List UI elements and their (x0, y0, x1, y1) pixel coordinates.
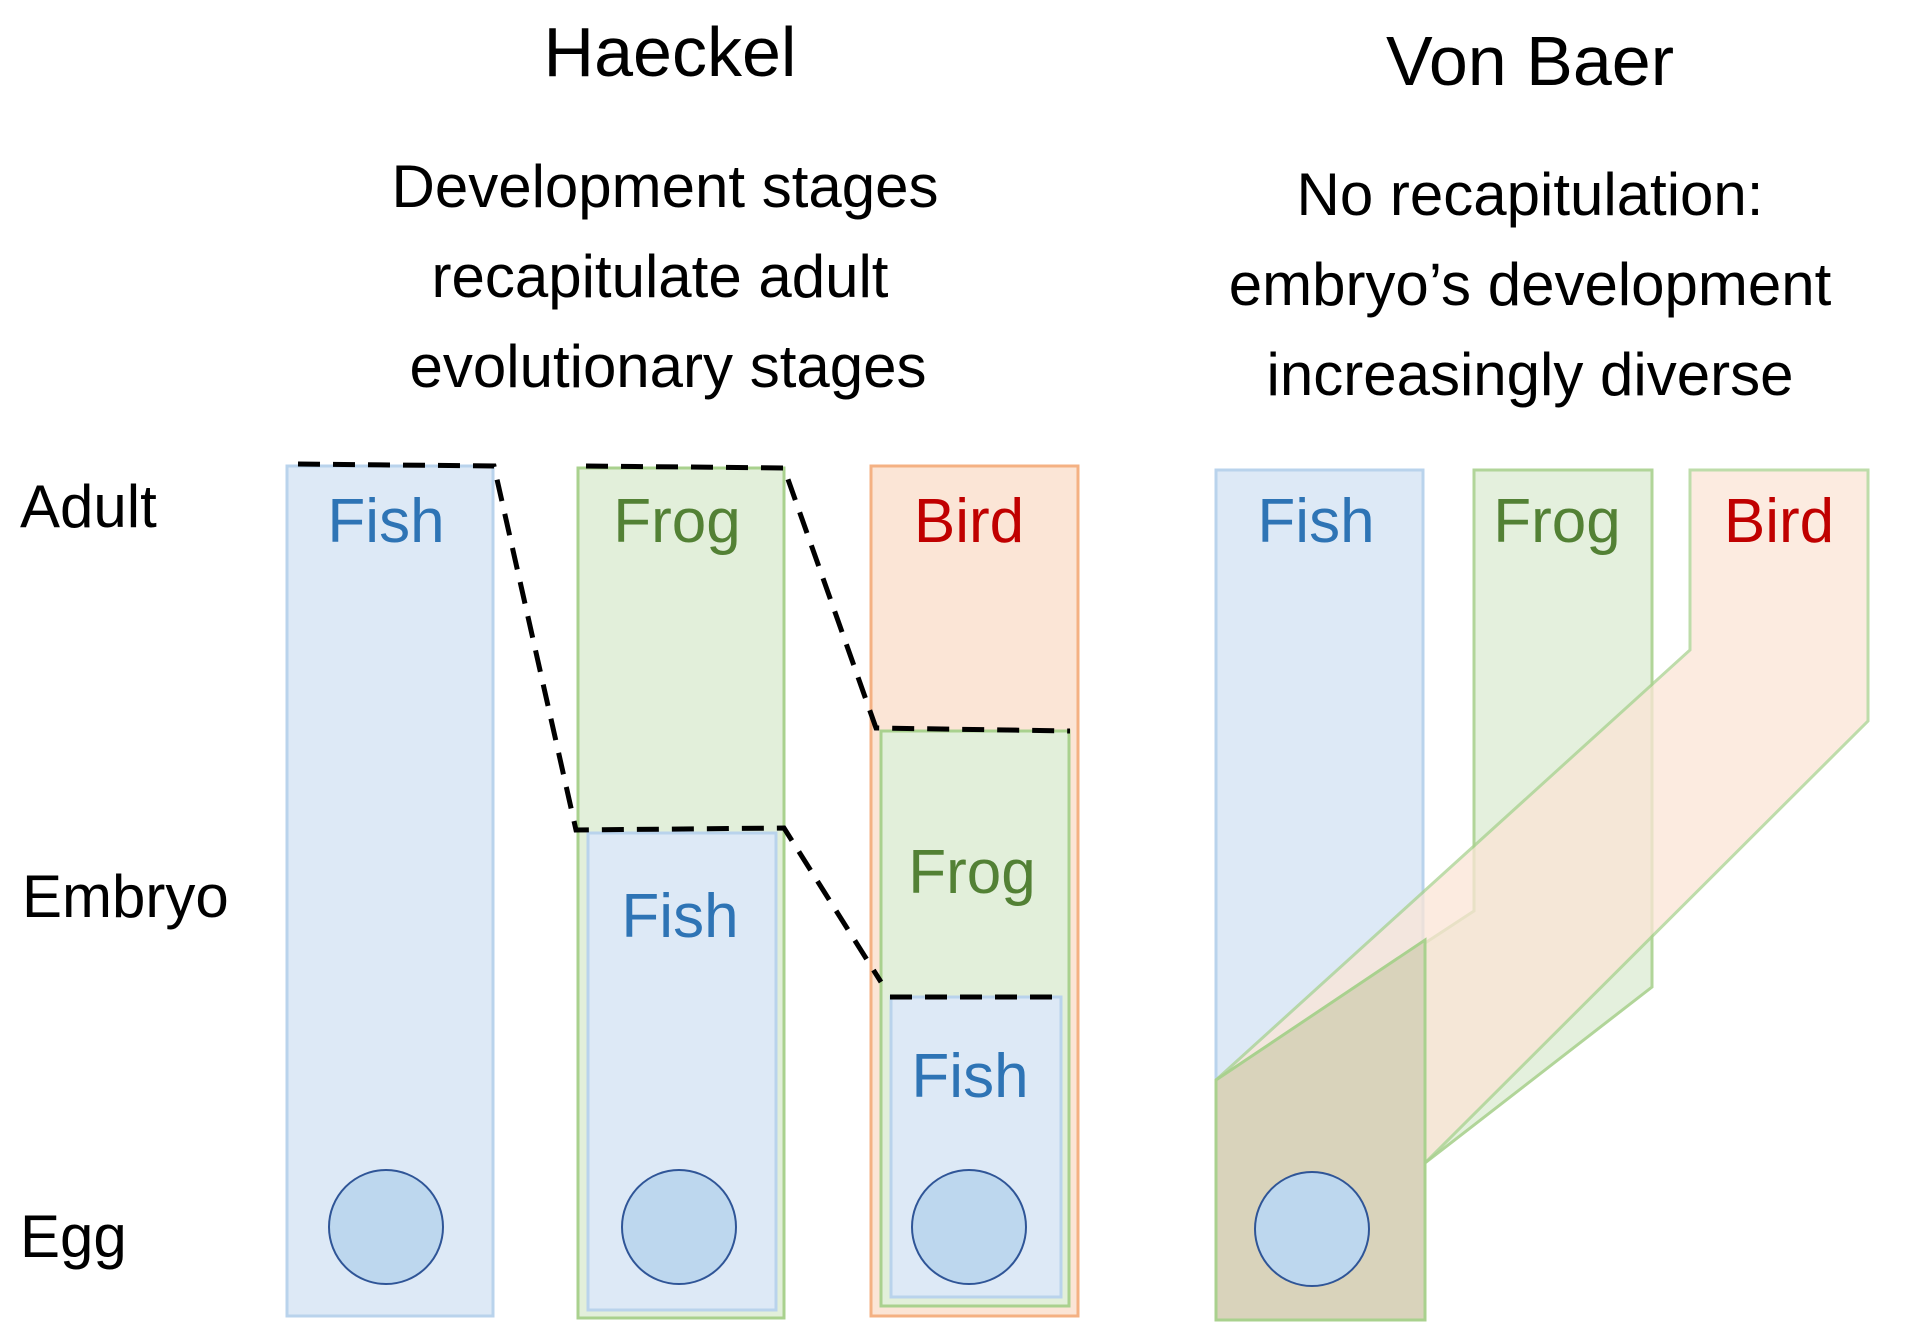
haeckel-description-line: evolutionary stages (410, 333, 927, 400)
von-baer-frog-label: Frog (1493, 487, 1620, 556)
haeckel-bird-inner-frog-label: Frog (908, 838, 1035, 907)
row-label-adult: Adult (20, 473, 157, 540)
haeckel-fish-egg (328, 1169, 444, 1285)
row-label-embryo: Embryo (22, 863, 229, 930)
haeckel-fish-label: Fish (327, 487, 444, 556)
haeckel-frog-label: Frog (613, 487, 740, 556)
haeckel-frog-inner-fish-label: Fish (621, 882, 738, 951)
haeckel-frog-column: Frog Fish (576, 466, 786, 1320)
haeckel-fish-column: Fish (285, 464, 495, 1318)
von-baer-bars: Fish Frog Bird (1214, 468, 1870, 1322)
haeckel-title: Haeckel (544, 13, 797, 91)
dashed-connector-fish-to-frog (297, 461, 884, 984)
von-baer-egg (1254, 1171, 1370, 1287)
row-label-egg: Egg (20, 1203, 127, 1270)
haeckel-bird-inner-fish-label: Fish (911, 1042, 1028, 1111)
haeckel-bird-egg (911, 1169, 1027, 1285)
von-baer-description-line: No recapitulation: (1297, 161, 1764, 228)
haeckel-bird-column: Bird Frog Fish (869, 464, 1080, 1318)
haeckel-description: Development stages recapitulate adult ev… (392, 153, 939, 400)
haeckel-description-line: Development stages (392, 153, 939, 220)
haeckel-bird-label: Bird (914, 487, 1024, 556)
haeckel-frog-inner-fish-bar (586, 831, 778, 1312)
haeckel-frog-egg (621, 1169, 737, 1285)
von-baer-bird-label: Bird (1724, 487, 1834, 556)
von-baer-title: Von Baer (1386, 22, 1674, 100)
von-baer-description: No recapitulation: embryo’s development … (1229, 161, 1832, 408)
von-baer-fish-label: Fish (1257, 487, 1374, 556)
von-baer-description-line: embryo’s development (1229, 251, 1832, 318)
dashed-connector-frog-to-bird (585, 463, 1071, 734)
haeckel-description-line: recapitulate adult (432, 243, 889, 310)
haeckel-dashed-connectors (297, 461, 1071, 1000)
von-baer-description-line: increasingly diverse (1267, 341, 1794, 408)
